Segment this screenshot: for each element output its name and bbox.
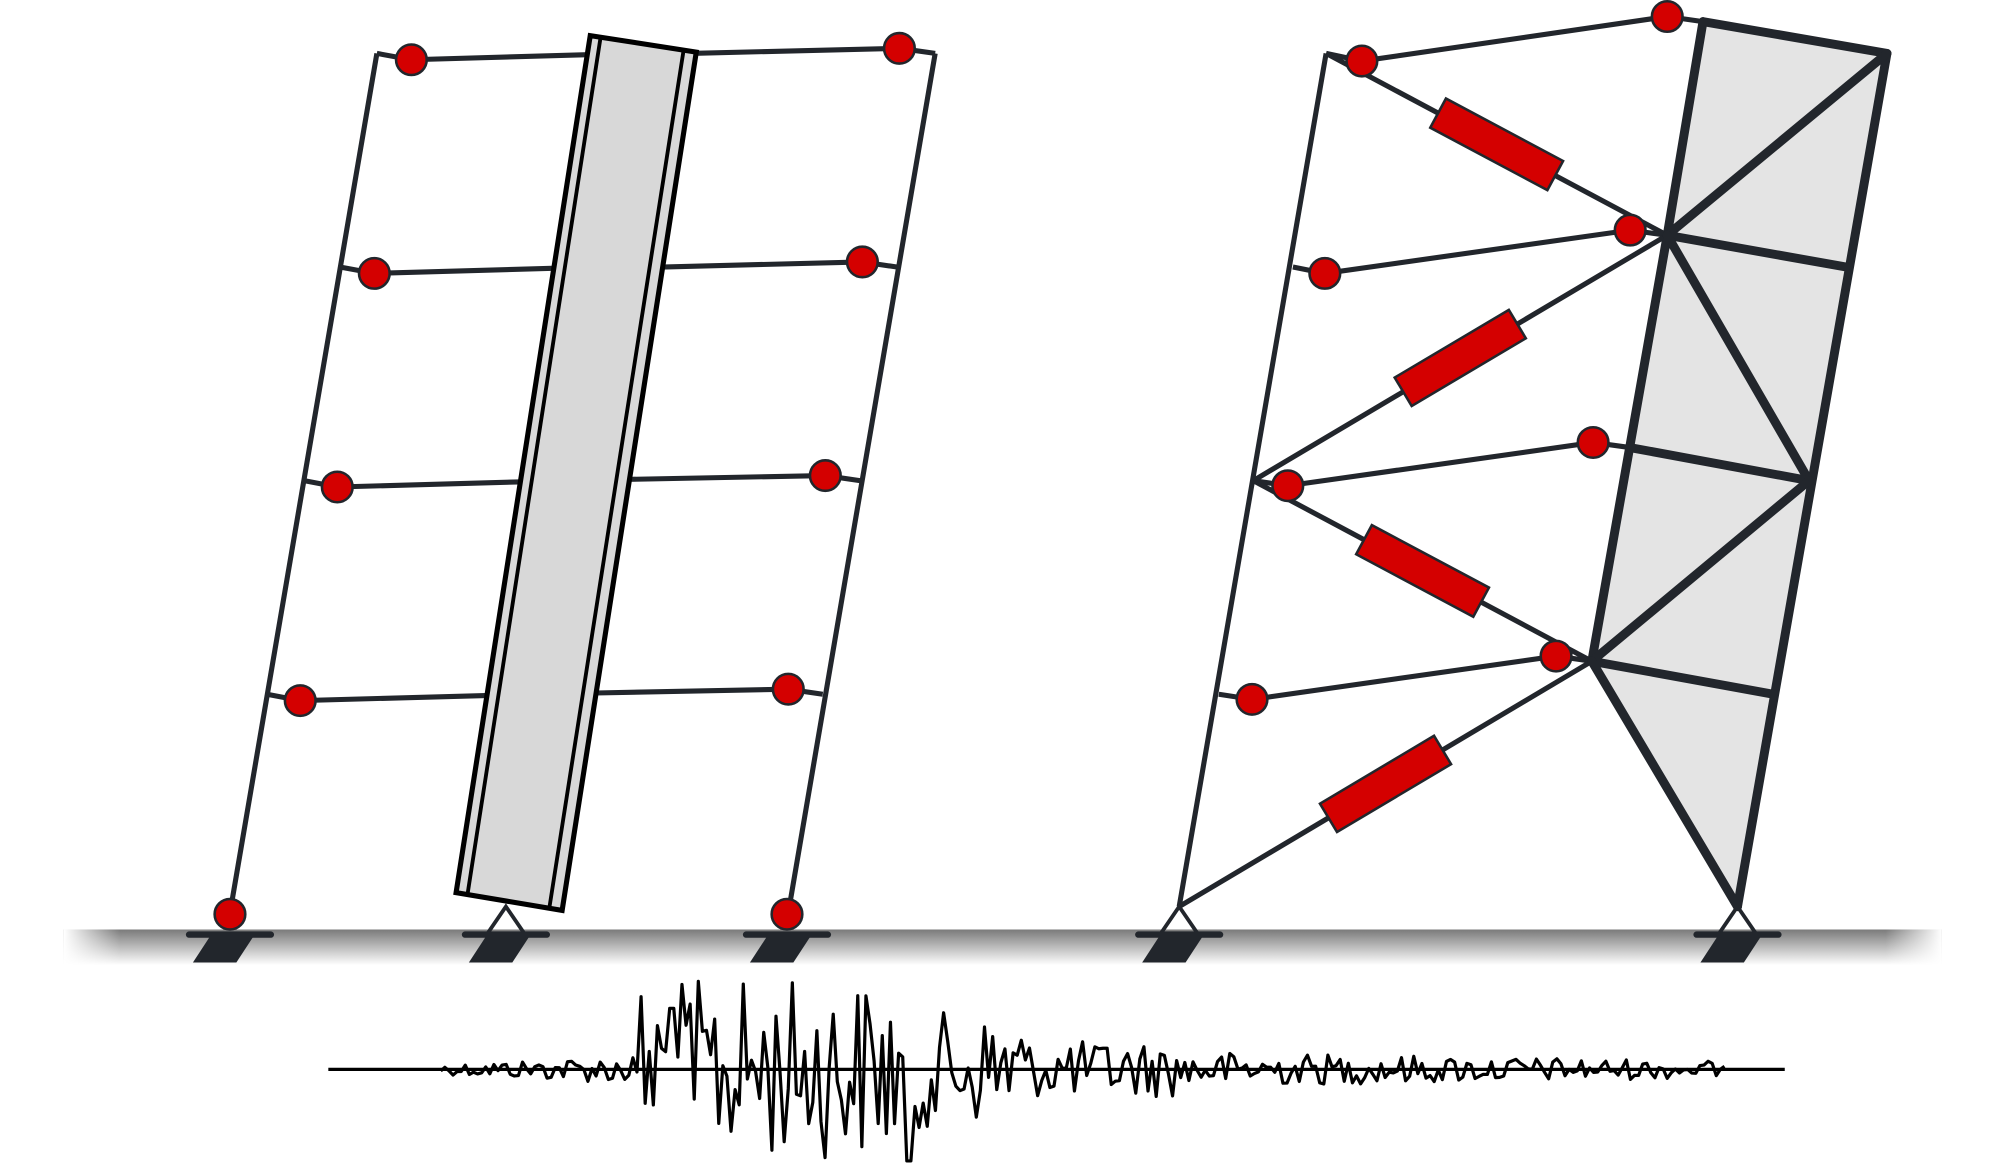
accelerogram-trace bbox=[439, 979, 1726, 1163]
plastic-hinge-icon bbox=[1650, 0, 1684, 34]
damper-icon bbox=[1428, 96, 1565, 192]
plastic-hinge-icon bbox=[283, 684, 317, 718]
plastic-hinge-icon bbox=[1308, 256, 1342, 290]
fixed-support-icon bbox=[742, 931, 832, 963]
plastic-hinge-icon bbox=[320, 470, 354, 504]
plastic-hinges bbox=[213, 0, 1684, 931]
supports bbox=[185, 903, 1782, 963]
plastic-hinge-icon bbox=[845, 245, 879, 279]
pin-support-icon bbox=[1693, 903, 1782, 963]
plastic-hinge-icon bbox=[1613, 213, 1647, 247]
plastic-hinge-icon bbox=[1539, 639, 1573, 673]
plastic-hinge-icon bbox=[213, 897, 247, 931]
damper-icon bbox=[1392, 308, 1528, 408]
plastic-hinge-icon bbox=[770, 897, 804, 931]
plastic-hinge-icon bbox=[1271, 469, 1305, 503]
ground bbox=[63, 929, 1942, 966]
plastic-hinge-icon bbox=[808, 459, 842, 493]
fixed-support-icon bbox=[185, 931, 275, 963]
plastic-hinge-icon bbox=[394, 43, 428, 77]
rocking-wall bbox=[453, 32, 700, 914]
ground-motion-record bbox=[328, 979, 1785, 1163]
pin-support-icon bbox=[461, 903, 550, 963]
pin-support-icon bbox=[1135, 903, 1224, 963]
damper-icon bbox=[1318, 734, 1453, 834]
plastic-hinge-icon bbox=[1345, 44, 1379, 78]
damper-icon bbox=[1354, 523, 1491, 619]
plastic-hinge-icon bbox=[1235, 682, 1269, 716]
braced-frame-with-dampers bbox=[1176, 13, 1892, 912]
plastic-hinge-icon bbox=[1576, 425, 1610, 460]
plastic-hinge-icon bbox=[771, 672, 805, 706]
plastic-hinge-icon bbox=[357, 256, 391, 290]
dampers bbox=[1318, 96, 1565, 834]
plastic-hinge-icon bbox=[882, 31, 917, 65]
